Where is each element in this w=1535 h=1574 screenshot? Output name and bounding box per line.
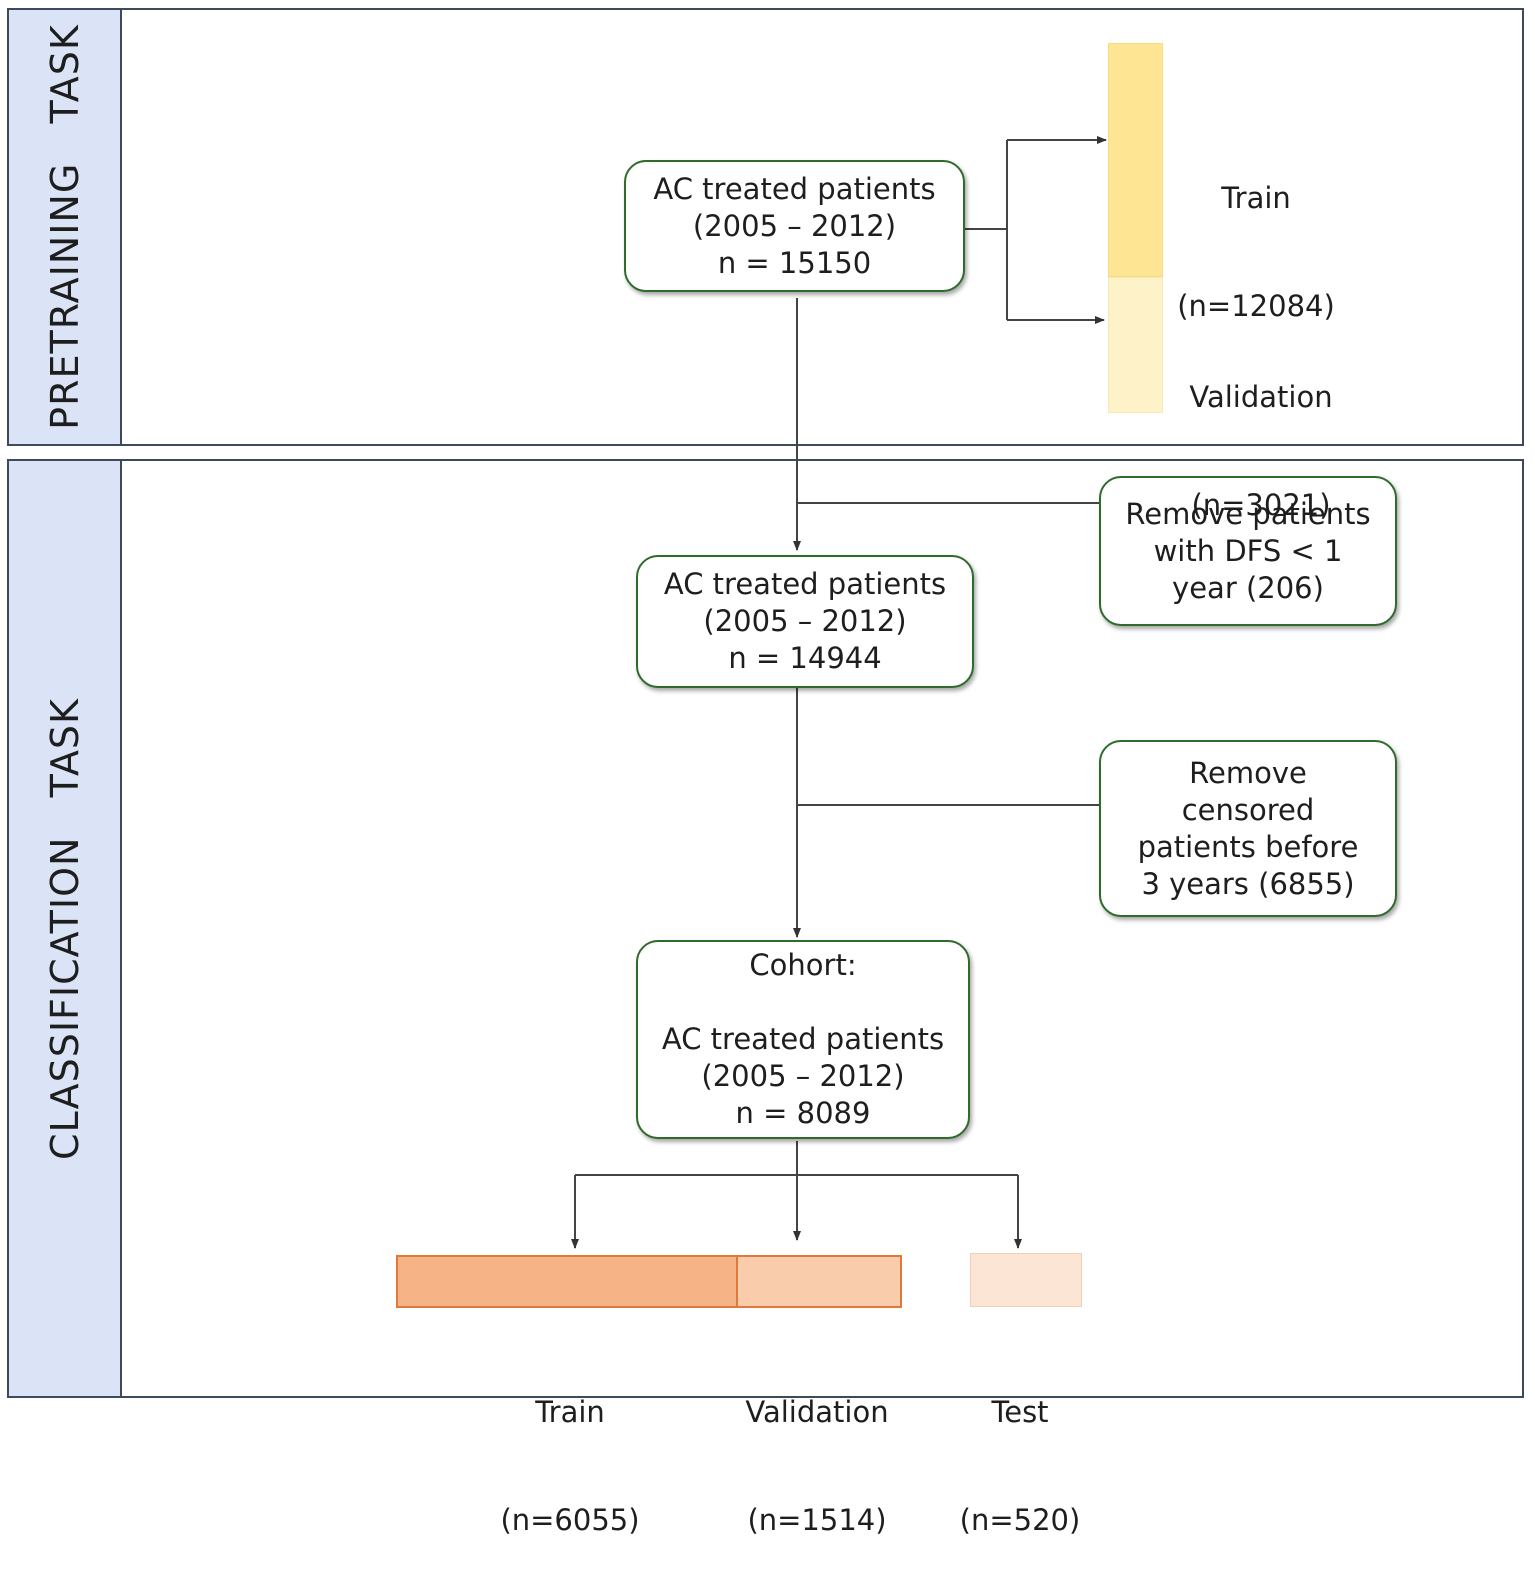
exclusion-dfs-box: Remove patients with DFS < 1 year (206)	[1099, 476, 1397, 626]
pretraining-section: PRETRAINING TASK	[7, 8, 1524, 446]
cohort-14944-line-1: AC treated patients	[663, 567, 947, 601]
pretrain-cohort-line-1: AC treated patients	[653, 171, 936, 206]
final-train-name: Train	[535, 1395, 605, 1429]
pretraining-sidebar: PRETRAINING TASK	[9, 10, 122, 444]
classification-label: CLASSIFICATION TASK	[42, 697, 87, 1160]
exclusion-censored-box: Remove censored patients before 3 years …	[1099, 740, 1397, 917]
final-cohort-line-4: (2005 – 2012)	[701, 1059, 905, 1093]
final-cohort-box: Cohort: AC treated patients (2005 – 2012…	[636, 940, 970, 1139]
pretrain-train-name: Train	[1221, 181, 1291, 215]
exclusion-censored-line-2: censored	[1181, 792, 1315, 827]
final-cohort-line-2	[798, 984, 807, 1021]
final-validation-label: Validation (n=1514)	[736, 1322, 898, 1574]
pretrain-cohort-box: AC treated patients (2005 – 2012) n = 15…	[624, 160, 965, 292]
exclusion-dfs-line-2: with DFS < 1	[1153, 533, 1343, 568]
exclusion-censored-line-1: Remove	[1189, 755, 1307, 790]
pretraining-label: PRETRAINING TASK	[42, 24, 87, 430]
final-test-label: Test (n=520)	[950, 1322, 1090, 1574]
pretrain-validation-bar	[1108, 277, 1163, 413]
final-train-count: (n=6055)	[500, 1503, 640, 1537]
cohort-14944-line-2: (2005 – 2012)	[703, 604, 907, 638]
exclusion-dfs-line-1: Remove patients	[1125, 496, 1371, 531]
pretrain-validation-label: Validation (n=3021)	[1180, 307, 1342, 559]
final-test-bar	[970, 1253, 1082, 1307]
pretrain-train-count: (n=12084)	[1177, 289, 1335, 323]
pretrain-cohort-line-3: n = 15150	[717, 245, 872, 280]
pretrain-cohort-line-2: (2005 – 2012)	[692, 208, 897, 243]
cohort-14944-box: AC treated patients (2005 – 2012) n = 14…	[636, 555, 974, 688]
cohort-14944-line-3: n = 14944	[728, 641, 882, 675]
pretrain-validation-name: Validation	[1189, 380, 1333, 414]
final-cohort-line-3: AC treated patients	[661, 1022, 945, 1056]
final-cohort-line-5: n = 8089	[735, 1096, 871, 1130]
final-test-name: Test	[991, 1395, 1049, 1429]
final-validation-bar	[736, 1255, 902, 1308]
exclusion-censored-line-4: 3 years (6855)	[1141, 866, 1355, 901]
exclusion-censored-line-3: patients before	[1137, 829, 1359, 864]
final-train-label: Train (n=6055)	[490, 1322, 650, 1574]
pretrain-train-bar	[1108, 43, 1163, 277]
final-validation-name: Validation	[745, 1395, 889, 1429]
exclusion-dfs-line-3: year (206)	[1172, 570, 1324, 605]
classification-sidebar: CLASSIFICATION TASK	[9, 461, 122, 1396]
final-cohort-line-1: Cohort:	[749, 948, 857, 982]
final-test-count: (n=520)	[959, 1503, 1081, 1537]
pretrain-validation-count: (n=3021)	[1191, 488, 1331, 522]
pretrain-train-label: Train (n=12084)	[1176, 108, 1336, 360]
final-train-bar	[396, 1255, 738, 1308]
final-validation-count: (n=1514)	[747, 1503, 887, 1537]
